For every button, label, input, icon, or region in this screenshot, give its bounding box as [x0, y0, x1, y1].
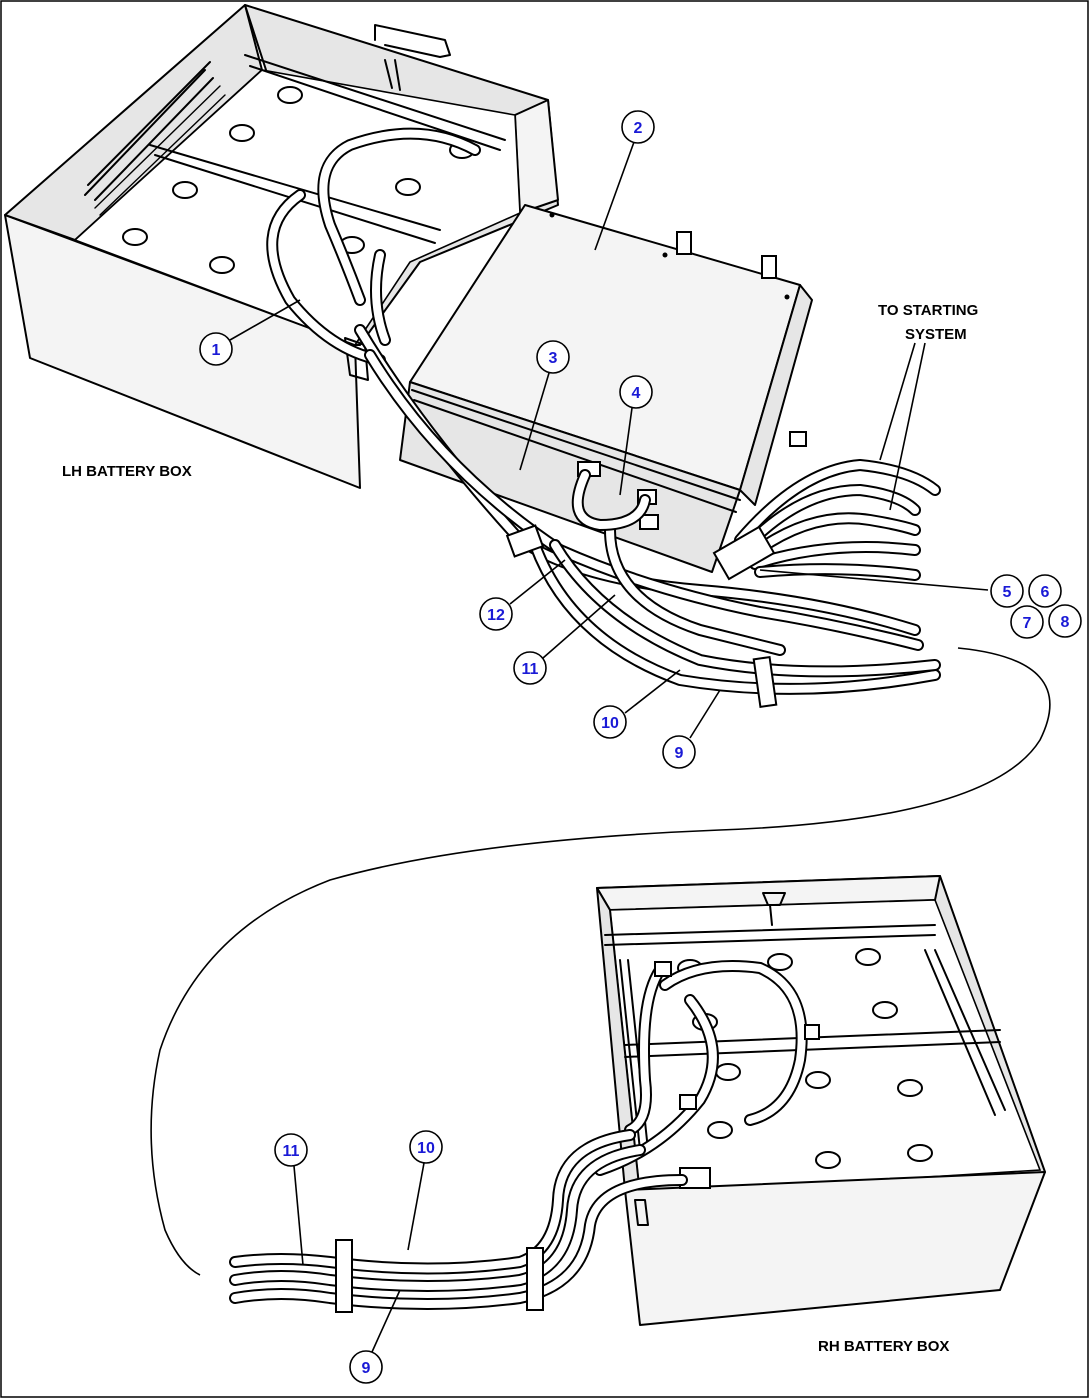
lh-battery-box-label: LH BATTERY BOX	[62, 463, 192, 480]
callout-9-lower: 9	[349, 1350, 383, 1384]
cables-lower	[229, 1129, 688, 1313]
rh-battery-box-label: RH BATTERY BOX	[818, 1338, 949, 1355]
callout-4-text: 4	[632, 385, 641, 402]
callout-10-lower-text: 10	[417, 1140, 435, 1157]
control-box	[399, 204, 813, 573]
callout-3: 3	[536, 340, 570, 374]
callout-2: 2	[621, 110, 655, 144]
callout-6-text: 6	[1041, 584, 1050, 601]
callout-11-upper: 11	[513, 651, 547, 685]
callout-5-text: 5	[1003, 584, 1012, 601]
rh-battery-box	[594, 875, 1046, 1326]
callout-6: 6	[1028, 574, 1062, 608]
callout-8: 8	[1048, 604, 1082, 638]
cables-upper	[354, 324, 941, 709]
callout-10-lower: 10	[409, 1130, 443, 1164]
callout-1: 1	[199, 332, 233, 366]
callout-7: 7	[1010, 605, 1044, 639]
callout-7-text: 7	[1023, 615, 1032, 632]
callout-11-lower-text: 11	[283, 1143, 300, 1160]
callout-10-upper: 10	[593, 705, 627, 739]
callout-5: 5	[990, 574, 1024, 608]
callout-8-text: 8	[1061, 614, 1070, 631]
leader-lines	[229, 141, 989, 1353]
callout-11-upper-text: 11	[522, 661, 539, 678]
to-starting-system-label-line1: TO STARTING	[878, 302, 978, 319]
callout-1-text: 1	[212, 342, 221, 359]
callout-2-text: 2	[634, 120, 643, 137]
to-starting-system-label-line2: SYSTEM	[905, 326, 967, 343]
callout-9-upper: 9	[662, 735, 696, 769]
callout-4: 4	[619, 375, 653, 409]
callout-12: 12	[479, 597, 513, 631]
callout-10-upper-text: 10	[601, 715, 619, 732]
connection-guide-line	[150, 647, 1051, 1276]
lh-battery-box	[4, 4, 559, 489]
callout-9-lower-text: 9	[362, 1360, 371, 1377]
callout-3-text: 3	[549, 350, 558, 367]
callout-11-lower: 11	[274, 1133, 308, 1167]
callout-9-upper-text: 9	[675, 745, 684, 762]
callout-12-text: 12	[487, 607, 505, 624]
